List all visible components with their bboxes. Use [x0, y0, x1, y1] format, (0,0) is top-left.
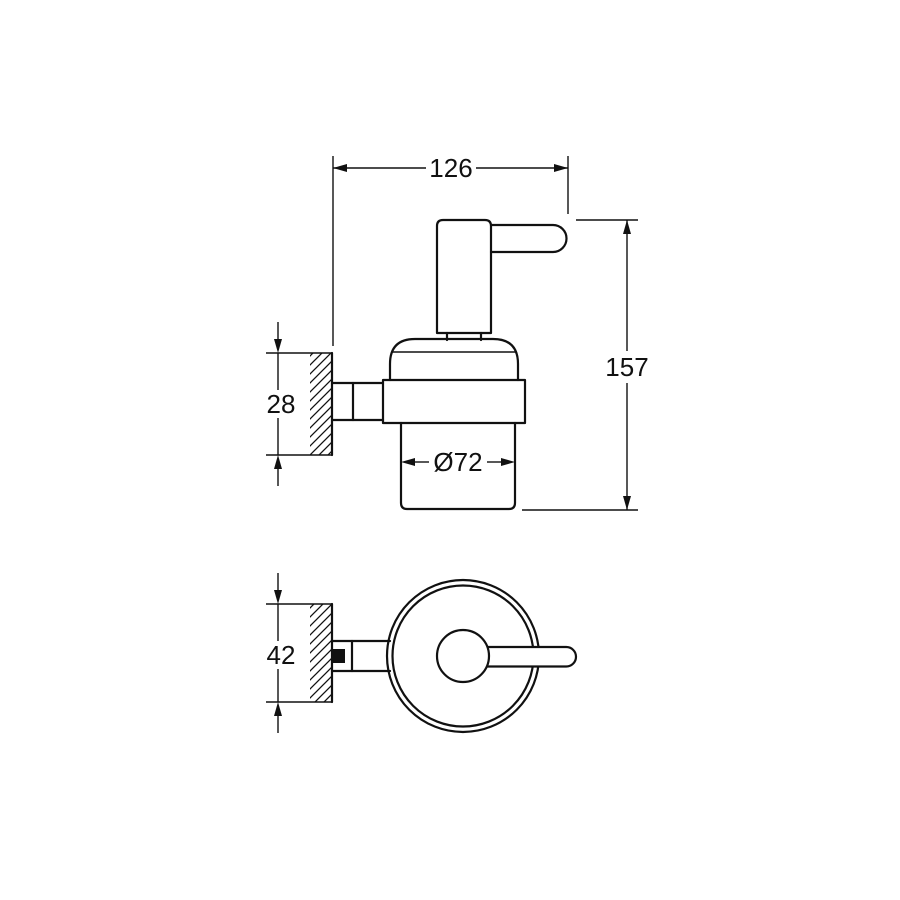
pump-head: [435, 218, 493, 335]
wall-section-top: [310, 602, 334, 704]
wall-hatching-top: [310, 604, 332, 702]
pump-spout: [489, 223, 568, 254]
soap-dispenser-top: [330, 578, 578, 734]
wall-hatching-front: [310, 353, 332, 455]
dimension-label-wall-depth: 42: [267, 640, 296, 670]
dimension-label-overall-height: 157: [605, 352, 648, 382]
holder-ring: [381, 378, 527, 425]
dimension-label-holder-height: 28: [267, 389, 296, 419]
dimension-overall-height: 157: [522, 219, 649, 511]
front-view: 28 126 157: [266, 153, 649, 511]
pump-cap-circle: [435, 628, 491, 684]
dimension-label-overall-width: 126: [429, 153, 472, 183]
wall-section-front: [310, 351, 334, 457]
arrowhead-right-icon: [554, 164, 568, 172]
dimension-wall-depth: 42: [266, 573, 332, 733]
bottle-shoulder: [388, 337, 520, 382]
arrowhead-up-icon: [274, 455, 282, 469]
top-view: 42: [266, 573, 578, 734]
glass-container: [399, 421, 517, 511]
arrowhead-left-icon: [401, 458, 415, 466]
soap-dispenser-front: [330, 218, 568, 511]
arrowhead-up-icon: [623, 220, 631, 234]
dimension-holder-height: 28: [266, 322, 332, 486]
arrowhead-right-icon: [501, 458, 515, 466]
dimension-glass-diameter: Ø72: [401, 447, 515, 477]
arrowhead-down-icon: [274, 339, 282, 353]
pump-lever: [476, 645, 578, 668]
arrowhead-up-icon: [274, 702, 282, 716]
screw-fixing: [332, 649, 345, 663]
arrowhead-left-icon: [333, 164, 347, 172]
arrowhead-down-icon: [623, 496, 631, 510]
dimension-label-glass-diameter: Ø72: [433, 447, 482, 477]
arrowhead-down-icon: [274, 590, 282, 604]
dimension-overall-width: 126: [332, 153, 569, 346]
